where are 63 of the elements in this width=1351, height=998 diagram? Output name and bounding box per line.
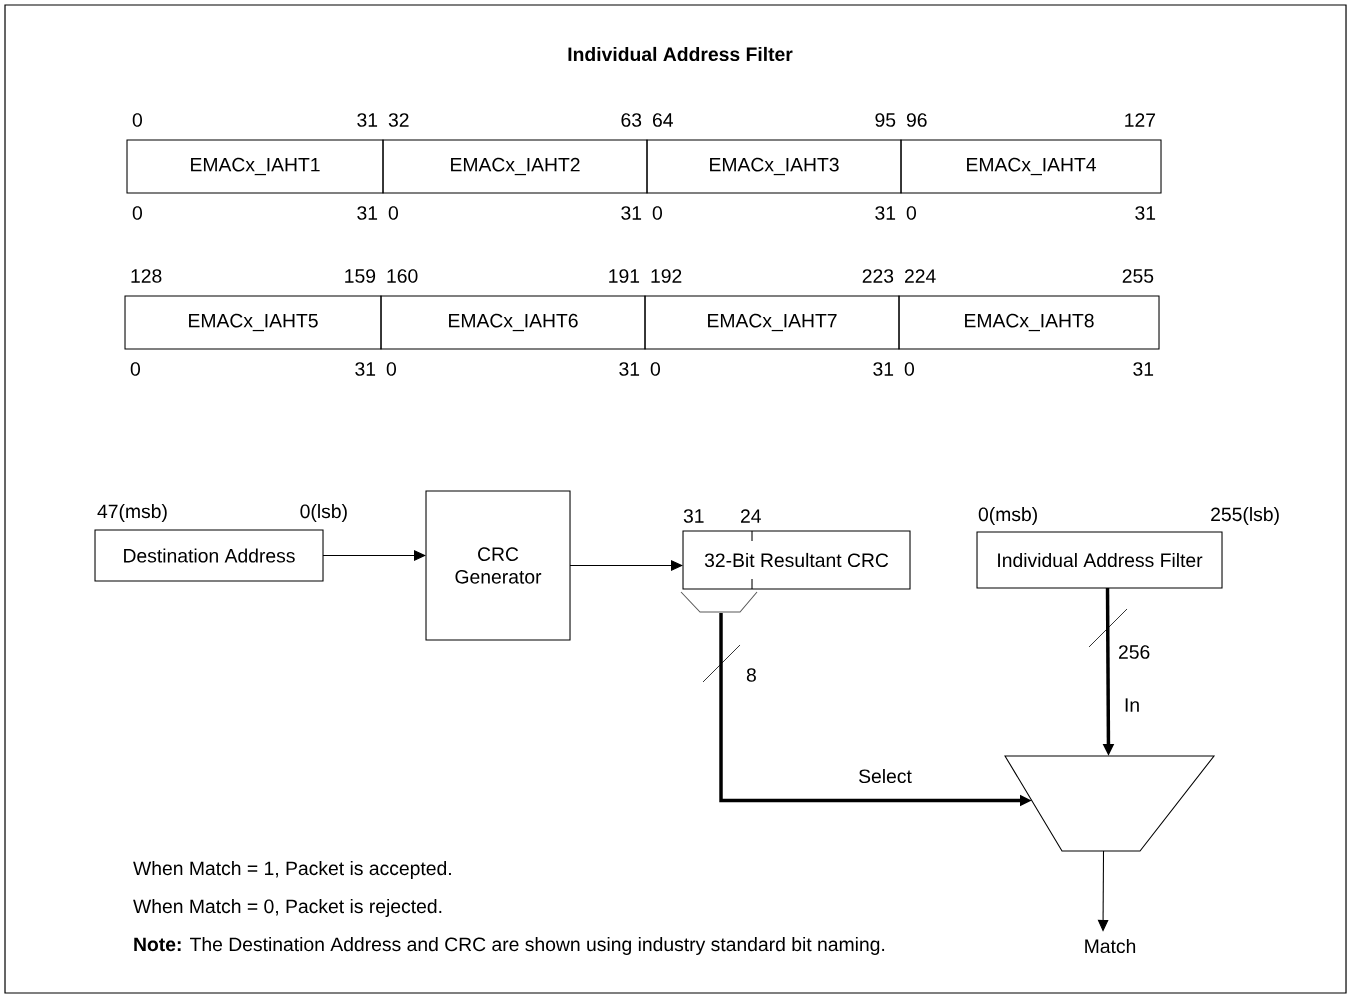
note-text: When Match = 0, Packet is rejected. xyxy=(133,899,442,917)
block-box: 32-Bit Resultant CRC xyxy=(682,530,911,590)
bit-number: 0 xyxy=(652,206,662,220)
output-label: Match xyxy=(1085,938,1136,954)
bit-number: 31 xyxy=(621,206,642,220)
bit-number: 31 xyxy=(357,113,378,127)
bit-number: 31 xyxy=(357,206,378,220)
bit-number: 128 xyxy=(131,269,162,283)
bit-number: 96 xyxy=(906,113,927,127)
bit-number: 63 xyxy=(621,113,642,127)
register-cell: EMACx_IAHT2 xyxy=(382,139,648,194)
register-cell: EMACx_IAHT4 xyxy=(900,139,1162,194)
bit-number: 0 xyxy=(906,206,916,220)
bit-number: 32 xyxy=(388,113,409,127)
register-cell: EMACx_IAHT8 xyxy=(898,295,1160,350)
bit-number: 0 xyxy=(132,113,142,127)
bit-number: 0 xyxy=(904,362,914,376)
bit-number: 24 xyxy=(741,509,761,523)
register-cell: EMACx_IAHT7 xyxy=(644,295,900,350)
edge-label: Select xyxy=(859,768,912,784)
bit-number: 31 xyxy=(1133,362,1154,376)
bit-number: 0 xyxy=(388,206,398,220)
bit-number: 255(lsb) xyxy=(1211,507,1279,525)
bit-number: 64 xyxy=(653,113,673,127)
bit-number: 31 xyxy=(873,362,894,376)
bit-number: 47(msb) xyxy=(97,504,167,522)
arrow xyxy=(1097,850,1109,932)
bit-number: 31 xyxy=(875,206,896,220)
bus-width: 8 xyxy=(746,668,756,682)
register-cell: EMACx_IAHT5 xyxy=(124,295,382,350)
register-cell: EMACx_IAHT6 xyxy=(380,295,646,350)
bit-number: 31 xyxy=(683,509,704,523)
bit-number: 0 xyxy=(650,362,660,376)
title: Individual Address Filter xyxy=(568,46,793,62)
bit-number: 223 xyxy=(862,269,894,283)
block-box: CRC Generator xyxy=(425,490,571,641)
edge-label: In xyxy=(1125,698,1139,712)
register-cell: EMACx_IAHT1 xyxy=(126,139,384,194)
bit-number: 159 xyxy=(345,269,376,283)
block-box: Destination Address xyxy=(94,529,324,582)
note-text: Note: The Destination Address and CRC are shown using industry standard bit naming. xyxy=(134,937,885,955)
bit-number: 31 xyxy=(619,362,640,376)
bit-number: 160 xyxy=(387,269,418,283)
block-box: Individual Address Filter xyxy=(976,531,1223,589)
arrow xyxy=(569,560,683,571)
register-cell: EMACx_IAHT3 xyxy=(646,139,902,194)
bit-number: 224 xyxy=(905,269,936,283)
bit-number: 255 xyxy=(1122,269,1154,283)
bit-number: 192 xyxy=(651,269,682,283)
bit-number: 31 xyxy=(355,362,376,376)
multiplexer-trapezoid xyxy=(1004,755,1216,852)
note-text: When Match = 1, Packet is accepted. xyxy=(133,861,451,879)
arrow xyxy=(322,550,426,561)
bit-number: 191 xyxy=(609,269,640,283)
bit-number: 0(msb) xyxy=(978,507,1037,525)
bit-number: 127 xyxy=(1125,113,1156,127)
bit-number: 95 xyxy=(875,113,896,127)
bit-number: 0 xyxy=(130,362,140,376)
bit-number: 0(lsb) xyxy=(300,504,347,522)
bit-number: 31 xyxy=(1135,206,1156,220)
bit-number: 0 xyxy=(132,206,142,220)
bus-width: 256 xyxy=(1119,645,1150,659)
bit-number: 0 xyxy=(386,362,396,376)
